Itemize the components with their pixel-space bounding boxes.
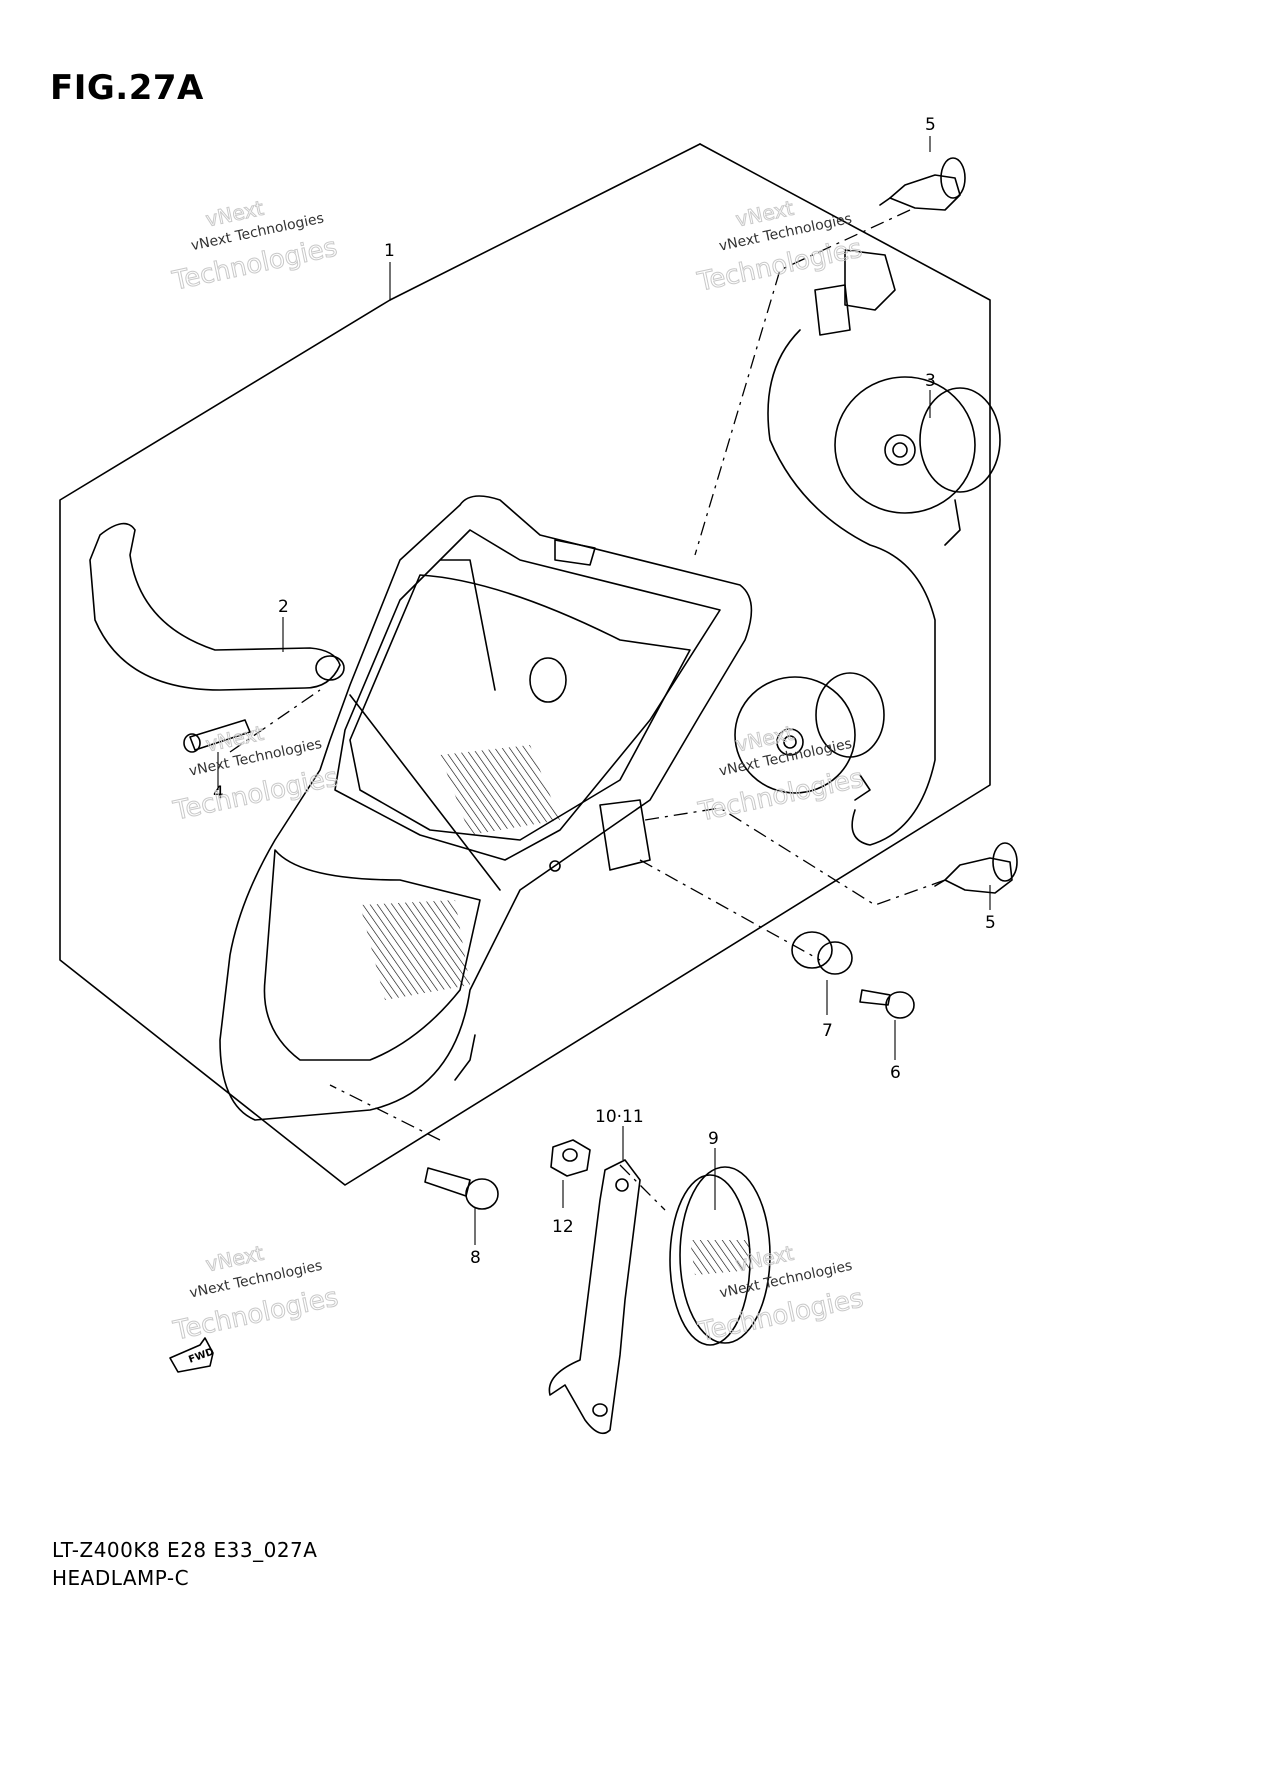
dash-nut-12	[619, 1164, 666, 1211]
headlamp-housing	[219, 495, 753, 1121]
part-6-bolt	[859, 989, 915, 1019]
part-9-cover	[669, 1166, 771, 1346]
figure-title: FIG.27A	[50, 68, 204, 108]
part-7-grommet	[791, 931, 853, 975]
model-code: LT-Z400K8 E28 E33_027A	[52, 1538, 318, 1562]
callout-1: 1	[384, 241, 395, 261]
part-10-11-bracket	[548, 1159, 641, 1435]
dash-bulb-upper	[694, 209, 911, 556]
callout-5-upper: 5	[925, 115, 936, 135]
part-4-screw	[183, 719, 251, 753]
section-name: HEADLAMP-C	[52, 1566, 190, 1590]
callout-10-11: 10·11	[595, 1107, 644, 1127]
part-5-bulb-lower	[934, 842, 1018, 894]
watermark-bottom-left: vNext vNext Technologies Technologies	[170, 1240, 342, 1347]
watermark-mid-left: vNext vNext Technologies Technologies	[170, 720, 342, 827]
dash-bolt-8	[329, 1084, 441, 1141]
watermark-top-left: vNext vNext Technologies Technologies	[169, 195, 341, 297]
part-12-nut	[550, 1139, 591, 1177]
dash-screw-4	[229, 689, 321, 753]
callout-3: 3	[925, 371, 936, 391]
callout-9: 9	[708, 1129, 719, 1149]
callout-6: 6	[890, 1063, 901, 1083]
callout-2: 2	[278, 597, 289, 617]
watermark-mid-right: vNext vNext Technologies Technologies	[695, 720, 867, 828]
part-3-bulb-socket-lower	[734, 672, 885, 801]
part-8-bolt	[424, 1167, 499, 1210]
watermark-top-right: vNext vNext Technologies Technologies	[694, 195, 866, 298]
callout-4: 4	[213, 783, 224, 803]
part-5-bulb-upper	[879, 157, 966, 211]
callout-8: 8	[470, 1248, 481, 1268]
dash-bulb-lower	[644, 807, 946, 906]
callout-12: 12	[552, 1217, 574, 1237]
part-3-bulb-socket	[767, 249, 1001, 846]
assembly-box	[59, 143, 991, 1186]
dash-grommet	[639, 859, 821, 961]
assembly-box-top-edge	[389, 143, 701, 301]
callout-7: 7	[822, 1021, 833, 1041]
callout-5-lower: 5	[985, 913, 996, 933]
part-2-bracket	[89, 522, 345, 691]
